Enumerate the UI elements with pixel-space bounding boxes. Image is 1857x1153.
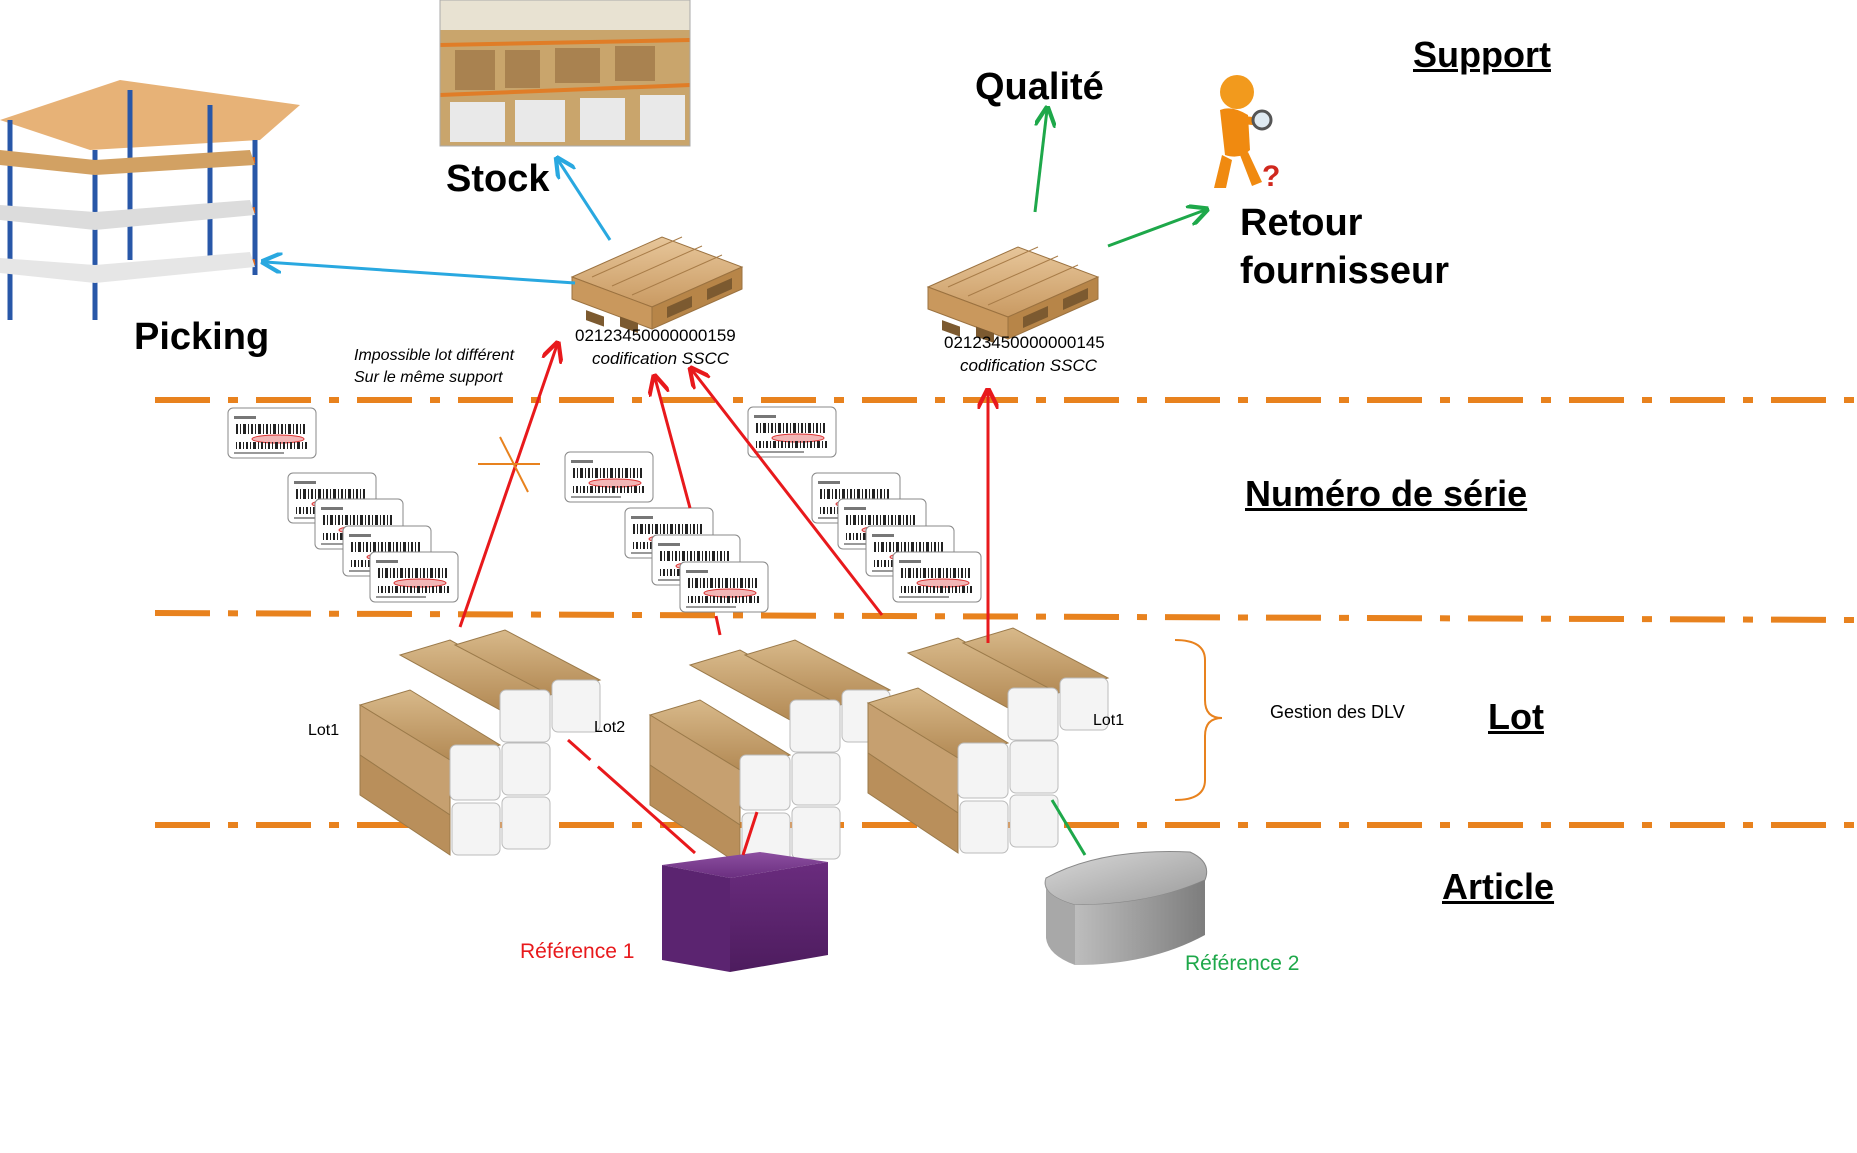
arrow-lot2-to-pallet1 bbox=[655, 378, 692, 509]
inspector-figure-icon: ? bbox=[1214, 75, 1280, 193]
pallet-2-code: 02123450000000145 bbox=[944, 333, 1105, 352]
level-support-label: Support bbox=[1413, 34, 1551, 75]
link-ref1-to-lot1 bbox=[567, 738, 696, 855]
separator-serial-lot bbox=[154, 610, 1857, 623]
forbidden-cross-mark bbox=[478, 436, 540, 493]
picking-label: Picking bbox=[134, 316, 270, 358]
article-reference-1-label: Référence 1 bbox=[520, 940, 635, 963]
picking-shelving-image bbox=[0, 80, 300, 320]
constraint-note-line1: Impossible lot différent bbox=[354, 347, 515, 364]
svg-text:?: ? bbox=[1262, 160, 1280, 193]
pallet-1-codification: codification SSCC bbox=[592, 349, 730, 368]
lot-label-3: Lot1 bbox=[1093, 712, 1125, 729]
lot1-tubes-image bbox=[359, 629, 601, 856]
article-reference-2-label: Référence 2 bbox=[1185, 952, 1300, 975]
dlv-brace bbox=[1174, 639, 1223, 801]
arrow-lot2-serial-dash bbox=[714, 615, 722, 636]
level-lot-label: Lot bbox=[1488, 696, 1544, 737]
stock-warehouse-image bbox=[439, 0, 691, 147]
serial-labels-lot3 bbox=[747, 406, 982, 603]
arrow-to-picking bbox=[265, 262, 576, 285]
arrow-to-return bbox=[1107, 210, 1205, 248]
arrow-lot1-to-pallet1 bbox=[458, 345, 557, 628]
arrow-to-stock bbox=[558, 160, 612, 241]
return-label-line1: Retour bbox=[1240, 202, 1363, 244]
quality-label: Qualité bbox=[975, 66, 1104, 108]
article-reference-1-box bbox=[662, 852, 828, 972]
lot3-tubes-image bbox=[867, 627, 1109, 854]
return-label-line2: fournisseur bbox=[1240, 250, 1450, 292]
level-serial-label: Numéro de série bbox=[1245, 473, 1528, 514]
pallet-2-codification: codification SSCC bbox=[960, 356, 1098, 375]
link-ref1-to-lot2 bbox=[741, 811, 759, 856]
pallet-1-image bbox=[571, 236, 743, 334]
dlv-note: Gestion des DLV bbox=[1270, 702, 1405, 722]
article-reference-2-box bbox=[1044, 851, 1208, 965]
constraint-note-line2: Sur le même support bbox=[354, 369, 503, 386]
pallet-2-image bbox=[927, 246, 1099, 344]
link-ref2-to-lot3 bbox=[1050, 799, 1087, 856]
pallet-1-code: 02123450000000159 bbox=[575, 326, 736, 345]
level-article-label: Article bbox=[1442, 866, 1555, 907]
stock-label: Stock bbox=[446, 158, 550, 200]
arrow-lot3-to-pallet1 bbox=[692, 370, 884, 616]
lot-label-2: Lot2 bbox=[594, 719, 626, 736]
serial-labels-lot1 bbox=[227, 407, 459, 603]
serial-labels-lot2 bbox=[564, 451, 769, 613]
arrow-to-quality bbox=[1033, 110, 1047, 213]
lot-label-1: Lot1 bbox=[308, 722, 340, 739]
lot2-tubes-image bbox=[649, 639, 891, 866]
